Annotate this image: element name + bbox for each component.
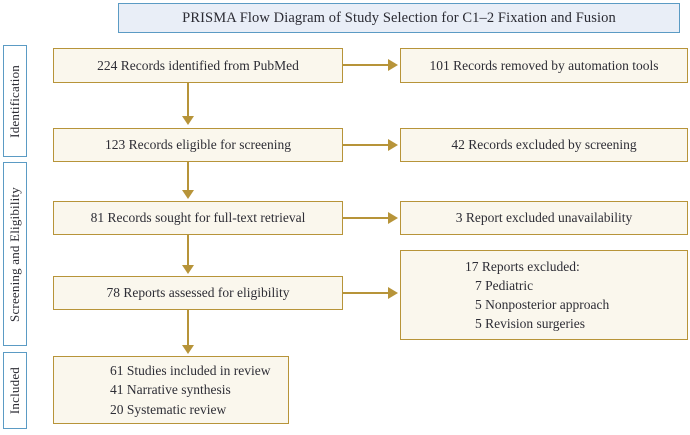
node-records-identified: 224 Records identified from PubMed xyxy=(53,48,343,83)
connector-horizontal-sought-to-unavailable xyxy=(343,217,390,219)
arrowhead-right-to-excluded-screening xyxy=(388,139,398,151)
arrowhead-right-to-removed xyxy=(388,59,398,71)
excluded-heading: 17 Reports excluded: xyxy=(465,258,580,274)
included-line-narrative: 41 Narrative synthesis xyxy=(110,382,231,398)
stage-label-screening-and-eligibility: Screening and Eligibility xyxy=(3,162,27,346)
arrowhead-down-to-sought xyxy=(182,190,194,199)
stage-label-screening-text: Screening and Eligibility xyxy=(7,186,22,322)
node-records-excluded-screening: 42 Records excluded by screening xyxy=(400,128,688,162)
node-reports-excluded-unavailability-text: 3 Report excluded unavailability xyxy=(455,210,633,226)
node-records-eligible-text: 123 Records eligible for screening xyxy=(105,137,291,153)
node-reports-excluded-detail: 17 Reports excluded: 7 Pediatric 5 Nonpo… xyxy=(400,250,688,340)
connector-vertical-identified-to-eligible xyxy=(187,83,189,117)
connector-horizontal-identified-to-removed xyxy=(343,64,390,66)
arrowhead-down-to-eligible xyxy=(182,116,194,125)
node-records-sought-fulltext: 81 Records sought for full-text retrieva… xyxy=(53,201,343,235)
excluded-item-pediatric: 7 Pediatric xyxy=(475,277,534,293)
node-records-removed-text: 101 Records removed by automation tools xyxy=(429,57,659,73)
connector-horizontal-assessed-to-excluded-reports xyxy=(343,292,390,294)
connector-vertical-eligible-to-sought xyxy=(187,162,189,191)
connector-vertical-sought-to-assessed xyxy=(187,235,189,266)
node-records-removed-automation: 101 Records removed by automation tools xyxy=(400,48,688,83)
node-records-eligible-screening: 123 Records eligible for screening xyxy=(53,128,343,162)
stage-label-included-text: Included xyxy=(7,366,22,415)
node-reports-excluded-unavailability: 3 Report excluded unavailability xyxy=(400,201,688,235)
connector-horizontal-eligible-to-excluded xyxy=(343,144,390,146)
stage-label-identification: Identification xyxy=(3,45,27,157)
node-records-excluded-screening-text: 42 Records excluded by screening xyxy=(451,137,637,153)
excluded-item-revision: 5 Revision surgeries xyxy=(475,316,585,332)
arrowhead-down-to-included xyxy=(182,345,194,354)
arrowhead-right-to-excluded-reports xyxy=(388,287,398,299)
included-line-studies: 61 Studies included in review xyxy=(110,363,271,379)
node-records-identified-text: 224 Records identified from PubMed xyxy=(97,57,299,73)
included-line-systematic: 20 Systematic review xyxy=(110,401,227,417)
arrowhead-right-to-unavailable xyxy=(388,212,398,224)
stage-label-identification-text: Identification xyxy=(7,64,22,138)
diagram-title-box: PRISMA Flow Diagram of Study Selection f… xyxy=(118,3,680,33)
excluded-item-nonposterior: 5 Nonposterior approach xyxy=(475,297,610,312)
node-reports-assessed-eligibility: 78 Reports assessed for eligibility xyxy=(53,276,343,310)
node-records-sought-text: 81 Records sought for full-text retrieva… xyxy=(90,210,306,226)
diagram-title: PRISMA Flow Diagram of Study Selection f… xyxy=(182,9,616,26)
arrowhead-down-to-assessed xyxy=(182,265,194,274)
node-studies-included: 61 Studies included in review 41 Narrati… xyxy=(53,356,289,424)
stage-label-included: Included xyxy=(3,352,27,429)
node-reports-assessed-text: 78 Reports assessed for eligibility xyxy=(106,285,290,301)
connector-vertical-assessed-to-included xyxy=(187,310,189,346)
